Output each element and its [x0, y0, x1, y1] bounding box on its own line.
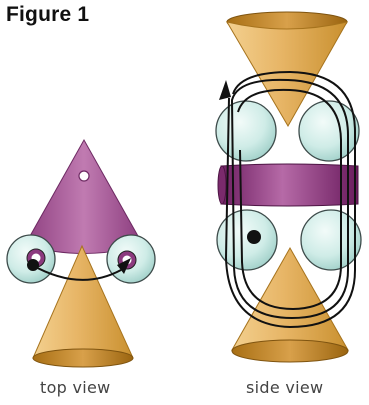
sphere-upper-right: [299, 101, 359, 161]
sphere-upper-left: [216, 101, 276, 161]
top-view-group: [7, 140, 155, 367]
caption-top-view: top view: [40, 378, 111, 397]
caption-side-view: side view: [246, 378, 323, 397]
sphere-lower-right: [301, 210, 361, 270]
cone-hole-marker: [79, 171, 89, 181]
ring-edge-left: [218, 166, 226, 204]
ion-dot-icon: [247, 230, 261, 244]
gold-cone-base-lower: [232, 340, 348, 362]
arrow-head-icon: [219, 80, 231, 100]
gold-cone-base-top-view: [33, 349, 133, 367]
ion-dot-icon: [27, 259, 39, 271]
side-view-group: [216, 12, 361, 362]
